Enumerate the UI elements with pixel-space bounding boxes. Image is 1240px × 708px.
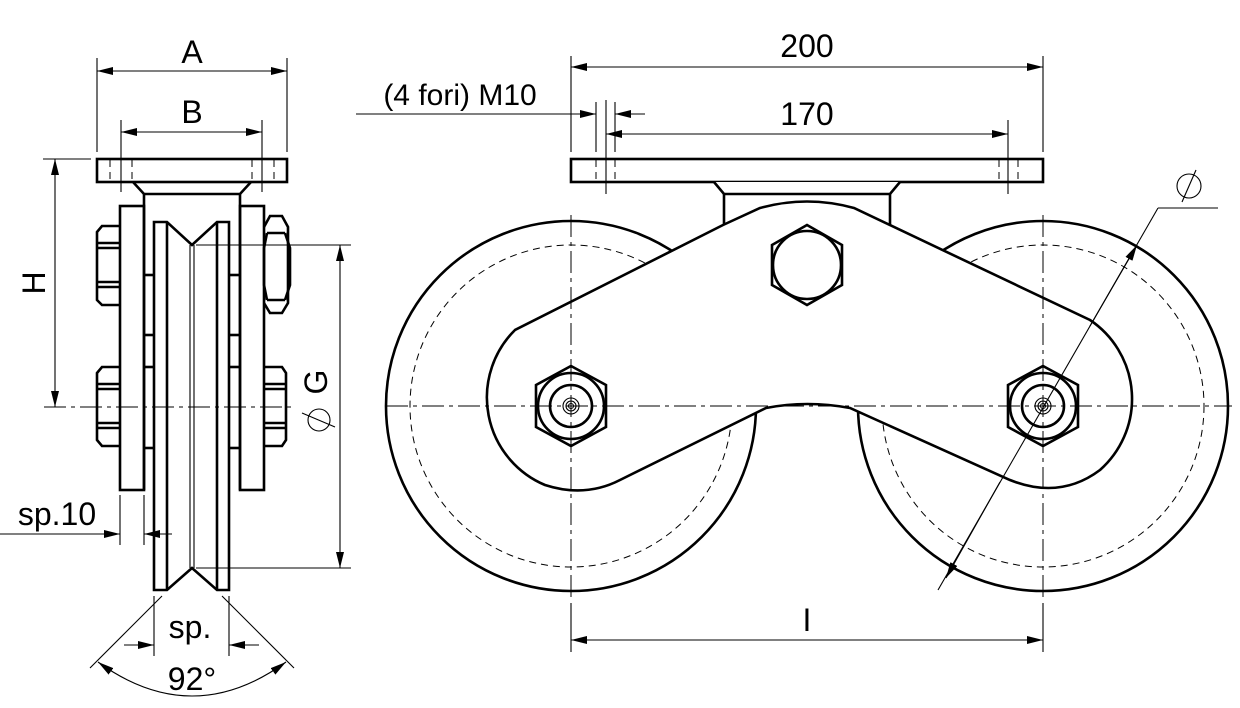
side-bracket xyxy=(132,181,252,196)
side-plate-right xyxy=(238,204,266,492)
dimension-H: H xyxy=(16,158,91,407)
dimension-holes: (4 fori) M10 xyxy=(356,79,645,152)
dimension-B: B xyxy=(120,94,263,152)
dimension-A-label: A xyxy=(181,34,203,70)
side-bolt-head-upper xyxy=(95,224,120,307)
dimension-groove-width: sp. xyxy=(124,596,259,656)
dimension-groove-angle: 92° xyxy=(89,595,295,697)
dimension-170-label: 170 xyxy=(780,96,833,132)
side-nut-upper xyxy=(262,214,292,315)
side-v-groove-wheel xyxy=(152,220,231,592)
dimension-plate-thickness: sp.10 xyxy=(0,495,172,545)
diameter-symbol-icon xyxy=(1176,169,1202,203)
diameter-symbol-icon xyxy=(301,408,336,432)
side-plate-hole-hidden-lines xyxy=(109,152,275,192)
dimension-200: 200 xyxy=(570,28,1044,152)
dimension-wheel-diameter xyxy=(937,169,1218,591)
side-mounting-plate xyxy=(95,157,289,184)
side-nut-lower xyxy=(264,365,288,448)
front-mounting-plate xyxy=(569,157,1045,184)
center-bolt xyxy=(770,223,844,307)
dimension-200-label: 200 xyxy=(780,28,833,64)
front-plate-hole-hidden-lines xyxy=(595,100,1019,194)
dimension-I: I xyxy=(570,602,1044,652)
side-plate-left xyxy=(118,204,146,492)
side-hub xyxy=(144,273,240,450)
dimension-H-label: H xyxy=(16,271,52,294)
dimension-A: A xyxy=(96,34,288,152)
dimension-G: G xyxy=(196,244,351,569)
dimension-G-label: G xyxy=(298,370,334,395)
plate-thickness-label: sp.10 xyxy=(18,496,96,532)
dimension-170: 170 xyxy=(606,96,1008,138)
dimension-B-label: B xyxy=(181,94,202,130)
dimension-I-label: I xyxy=(803,602,812,638)
side-view: A B H G xyxy=(0,34,351,697)
holes-label: (4 fori) M10 xyxy=(383,79,536,112)
front-bracket xyxy=(713,181,901,196)
swing-arm xyxy=(485,200,1134,492)
groove-angle-label: 92° xyxy=(168,661,216,697)
front-view: 200 170 (4 fori) M10 I xyxy=(356,28,1232,652)
groove-width-label: sp. xyxy=(169,609,212,645)
